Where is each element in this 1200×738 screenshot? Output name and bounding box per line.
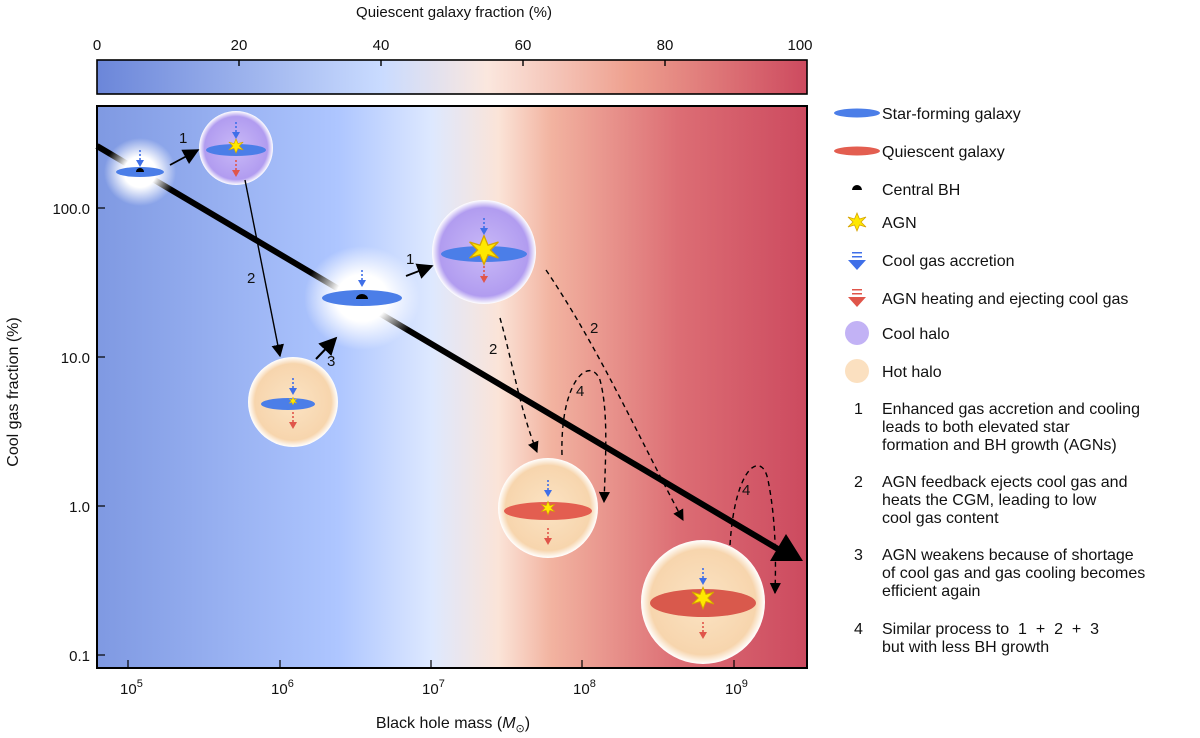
step-1-arrow-b bbox=[405, 263, 434, 279]
plot-frame bbox=[96, 105, 808, 669]
svg-text:Hot halo: Hot halo bbox=[882, 364, 942, 381]
step-label-1a: 1 bbox=[179, 130, 187, 147]
colorbar-tick-60: 60 bbox=[515, 37, 532, 54]
svg-text:AGN weakens because of shortag: AGN weakens because of shortage bbox=[882, 547, 1134, 564]
svg-text:Central BH: Central BH bbox=[882, 182, 960, 199]
legend: Star-forming galaxy Quiescent galaxy Cen… bbox=[834, 106, 1145, 656]
y-tick-labels: 100.0 10.0 1.0 0.1 bbox=[52, 201, 90, 665]
step-2-arrow-c bbox=[545, 269, 684, 521]
legend-step-4: 4 Similar process to 1 + 2 + 3 but with … bbox=[854, 621, 1099, 656]
axis-ticks bbox=[97, 207, 735, 668]
x-tick-1e7: 107 bbox=[422, 678, 445, 698]
legend-item-hot-halo: Hot halo bbox=[845, 359, 942, 383]
svg-text:AGN feedback ejects cool gas a: AGN feedback ejects cool gas and bbox=[882, 474, 1127, 491]
svg-text:AGN heating and ejecting cool: AGN heating and ejecting cool gas bbox=[882, 291, 1128, 308]
y-tick-100: 100.0 bbox=[52, 201, 90, 218]
step-label-3a: 3 bbox=[327, 353, 335, 370]
process-arrows bbox=[169, 149, 781, 595]
svg-text:Star-forming galaxy: Star-forming galaxy bbox=[882, 106, 1021, 123]
star-forming-galaxy-icon bbox=[834, 108, 880, 118]
legend-step-1: 1 Enhanced gas accretion and cooling lea… bbox=[854, 401, 1140, 454]
step-number-labels: 1 2 3 1 2 2 4 4 bbox=[179, 130, 750, 499]
galaxy-cool-halo-agn-small bbox=[199, 111, 273, 185]
colorbar-tick-40: 40 bbox=[373, 37, 390, 54]
svg-text:1: 1 bbox=[854, 401, 863, 418]
step-4-arrow-a bbox=[561, 369, 610, 504]
central-bh-icon bbox=[852, 185, 862, 190]
quiescent-galaxy-icon bbox=[834, 146, 880, 156]
svg-text:formation and BH growth (AGNs): formation and BH growth (AGNs) bbox=[882, 437, 1117, 454]
step-label-4b: 4 bbox=[742, 482, 750, 499]
colorbar-tick-80: 80 bbox=[657, 37, 674, 54]
hot-halo-icon bbox=[845, 359, 869, 383]
legend-item-central-bh: Central BH bbox=[852, 182, 960, 199]
legend-item-star-forming: Star-forming galaxy bbox=[834, 106, 1021, 123]
step-2-arrow-a bbox=[244, 179, 284, 358]
legend-item-cool-gas-accretion: Cool gas accretion bbox=[848, 252, 1015, 270]
legend-item-cool-halo: Cool halo bbox=[845, 321, 950, 345]
step-label-1b: 1 bbox=[406, 251, 414, 268]
x-axis-title: Black hole mass (M⊙) bbox=[376, 715, 530, 735]
svg-text:AGN: AGN bbox=[882, 215, 917, 232]
legend-step-2: 2 AGN feedback ejects cool gas and heats… bbox=[854, 474, 1127, 527]
svg-text:Cool halo: Cool halo bbox=[882, 326, 950, 343]
agn-icon bbox=[847, 212, 867, 232]
x-tick-labels: 105 106 107 108 109 bbox=[120, 678, 748, 698]
step-label-4a: 4 bbox=[576, 383, 584, 400]
svg-text:of cool gas and gas cooling be: of cool gas and gas cooling becomes bbox=[882, 565, 1145, 582]
svg-text:2: 2 bbox=[854, 474, 863, 491]
colorbar-tick-20: 20 bbox=[231, 37, 248, 54]
y-axis-title: Cool gas fraction (%) bbox=[5, 317, 22, 466]
colorbar-tick-0: 0 bbox=[93, 37, 101, 54]
cool-gas-accretion-icon bbox=[848, 252, 866, 270]
colorbar-ticks bbox=[238, 60, 666, 66]
galaxy-quiescent-large bbox=[641, 540, 765, 664]
galaxy-star-forming-medium bbox=[322, 269, 402, 306]
svg-text:Quiescent galaxy: Quiescent galaxy bbox=[882, 144, 1005, 161]
svg-text:leads to both elevated star: leads to both elevated star bbox=[882, 419, 1070, 436]
legend-item-agn: AGN bbox=[847, 212, 917, 232]
evolution-track-arrow bbox=[95, 143, 785, 555]
x-tick-1e5: 105 bbox=[120, 678, 143, 698]
x-tick-1e9: 109 bbox=[725, 678, 748, 698]
y-tick-10: 10.0 bbox=[61, 350, 90, 367]
colorbar-tick-100: 100 bbox=[787, 37, 812, 54]
svg-text:but with less BH growth: but with less BH growth bbox=[882, 639, 1049, 656]
svg-text:Enhanced gas accretion and coo: Enhanced gas accretion and cooling bbox=[882, 401, 1140, 418]
svg-text:Similar process to 1 + 2 +: Similar process to 1 + 2 + 3 bbox=[882, 621, 1099, 638]
svg-text:cool gas content: cool gas content bbox=[882, 510, 999, 527]
galaxy-hot-halo-small bbox=[248, 357, 338, 447]
step-label-2b: 2 bbox=[489, 341, 497, 358]
cool-halo-icon bbox=[845, 321, 869, 345]
colorbar-title: Quiescent galaxy fraction (%) bbox=[356, 4, 552, 21]
galaxy-star-forming-small bbox=[116, 149, 164, 177]
galaxy-cool-halo-agn-large bbox=[432, 200, 536, 304]
galaxy-quiescent-medium bbox=[498, 458, 598, 558]
legend-step-3: 3 AGN weakens because of shortage of coo… bbox=[854, 547, 1145, 600]
svg-text:efficient again: efficient again bbox=[882, 583, 980, 600]
colorbar-ticklabels: 0 20 40 60 80 100 bbox=[93, 37, 813, 54]
svg-text:Cool gas accretion: Cool gas accretion bbox=[882, 253, 1015, 270]
agn-heating-icon bbox=[848, 289, 866, 307]
step-label-2c: 2 bbox=[590, 320, 598, 337]
y-tick-1: 1.0 bbox=[69, 499, 90, 516]
x-tick-1e8: 108 bbox=[573, 678, 596, 698]
svg-text:heats the CGM, leading to low: heats the CGM, leading to low bbox=[882, 492, 1097, 509]
step-3-arrow-a bbox=[315, 336, 338, 360]
legend-item-quiescent: Quiescent galaxy bbox=[834, 144, 1005, 161]
y-tick-0-1: 0.1 bbox=[69, 648, 90, 665]
step-1-arrow-a bbox=[169, 149, 200, 166]
svg-text:4: 4 bbox=[854, 621, 863, 638]
step-label-2a: 2 bbox=[247, 270, 255, 287]
svg-text:3: 3 bbox=[854, 547, 863, 564]
evolution-track-arrowhead bbox=[770, 534, 803, 561]
step-4-arrow-b bbox=[729, 465, 781, 595]
colorbar bbox=[96, 59, 808, 95]
legend-item-agn-heating: AGN heating and ejecting cool gas bbox=[848, 289, 1128, 308]
x-tick-1e6: 106 bbox=[271, 678, 294, 698]
